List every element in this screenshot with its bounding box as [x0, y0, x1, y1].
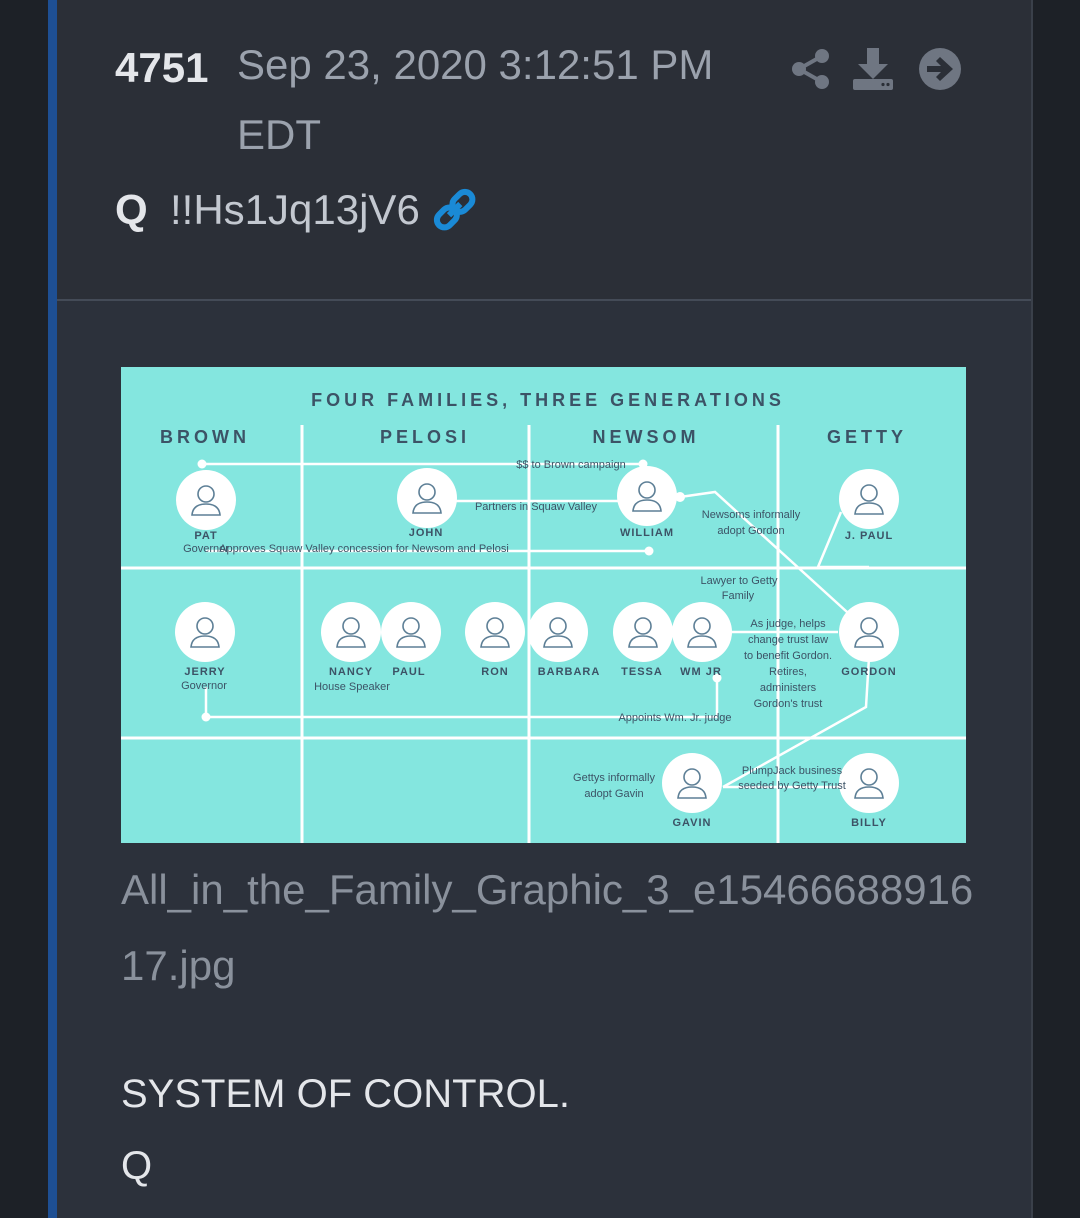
role-jerry: Governor: [181, 680, 227, 692]
avatar-gordon: [839, 602, 899, 662]
note-concession: Approves Squaw Valley concession for New…: [219, 543, 509, 555]
note-lawyer-1: Lawyer to Getty: [700, 575, 778, 587]
note-lawyer-2: Family: [722, 590, 755, 602]
note-judge-3: to benefit Gordon.: [744, 650, 832, 662]
avatar-gavin: [662, 753, 722, 813]
avatar-tessa: [613, 602, 673, 662]
post-date-line2: EDT: [237, 111, 321, 158]
family-graphic[interactable]: FOUR FAMILIES, THREE GENERATIONS BROWN P…: [121, 367, 966, 843]
card-edge: [1031, 0, 1033, 1218]
name-gavin: GAVIN: [672, 817, 711, 829]
image-filename-link[interactable]: All_in_the_Family_Graphic_3_e15466688916…: [121, 866, 974, 989]
name-billy: BILLY: [851, 817, 887, 829]
avatar-william: [617, 466, 677, 526]
forward-arrow-icon[interactable]: [917, 46, 963, 92]
name-tessa: TESSA: [621, 666, 663, 678]
family-pelosi: PELOSI: [380, 427, 470, 447]
post-date-line1: Sep 23, 2020 3:12:51 PM: [237, 41, 714, 88]
avatar-billy: [839, 753, 899, 813]
author-tripcode: !!Hs1Jq13jV6: [170, 186, 420, 233]
note-judge-2: change trust law: [748, 634, 828, 646]
author-name: Q: [115, 186, 148, 233]
note-adopt-gavin-1: Gettys informally: [573, 772, 655, 784]
connector-dots: [197, 459, 722, 722]
note-plumpjack-2: seeded by Getty Trust: [738, 780, 846, 792]
name-john: JOHN: [409, 527, 444, 539]
note-adopt-gavin-2: adopt Gavin: [584, 788, 643, 800]
post-message: SYSTEM OF CONTROL. Q: [121, 1058, 570, 1202]
family-getty: GETTY: [827, 427, 907, 447]
avatar-wmjr: [672, 602, 732, 662]
note-retires-2: administers: [760, 682, 817, 694]
name-william: WILLIAM: [620, 527, 674, 539]
avatar-barbara: [528, 602, 588, 662]
role-nancy: House Speaker: [314, 681, 390, 693]
name-pat: PAT: [194, 530, 217, 542]
graphic-title: FOUR FAMILIES, THREE GENERATIONS: [311, 390, 785, 410]
family-brown: BROWN: [160, 427, 250, 447]
note-plumpjack-1: PlumpJack business: [742, 765, 843, 777]
avatar-paul: [381, 602, 441, 662]
name-jerry: JERRY: [184, 666, 225, 678]
note-judge-1: As judge, helps: [750, 618, 826, 630]
name-ron: RON: [481, 666, 508, 678]
note-appoints: Appoints Wm. Jr. judge: [618, 712, 731, 724]
share-icon[interactable]: [788, 46, 834, 92]
avatars: [175, 466, 899, 813]
download-icon[interactable]: [850, 46, 896, 92]
name-wmjr: WM JR: [680, 666, 722, 678]
name-jpaul: J. PAUL: [845, 530, 893, 542]
note-squaw-partners: Partners in Squaw Valley: [475, 501, 598, 513]
note-adopt-gordon-1: Newsoms informally: [702, 509, 801, 521]
post-accent-bar: [48, 0, 57, 1218]
avatar-jerry: [175, 602, 235, 662]
avatar-nancy: [321, 602, 381, 662]
name-paul: PAUL: [392, 666, 425, 678]
note-brown-campaign: $$ to Brown campaign: [516, 459, 625, 471]
avatar-john: [397, 468, 457, 528]
post-number[interactable]: 4751: [115, 44, 209, 91]
family-newsom: NEWSOM: [593, 427, 700, 447]
header-divider: [57, 299, 1032, 301]
note-retires-3: Gordon's trust: [754, 698, 823, 710]
avatar-pat: [176, 470, 236, 530]
name-barbara: BARBARA: [538, 666, 601, 678]
message-line-1: SYSTEM OF CONTROL.: [121, 1072, 570, 1116]
post-date: Sep 23, 2020 3:12:51 PM EDT: [237, 30, 757, 170]
name-gordon: GORDON: [841, 666, 897, 678]
note-retires-1: Retires,: [769, 666, 807, 678]
message-line-2: Q: [121, 1144, 153, 1188]
avatar-ron: [465, 602, 525, 662]
family-diagram: FOUR FAMILIES, THREE GENERATIONS BROWN P…: [121, 390, 966, 843]
connectors: [202, 462, 871, 789]
avatar-jpaul: [839, 469, 899, 529]
link-icon[interactable]: [432, 188, 478, 232]
note-adopt-gordon-2: adopt Gordon: [717, 525, 784, 537]
name-nancy: NANCY: [329, 666, 373, 678]
role-pat: Governor: [183, 543, 229, 555]
